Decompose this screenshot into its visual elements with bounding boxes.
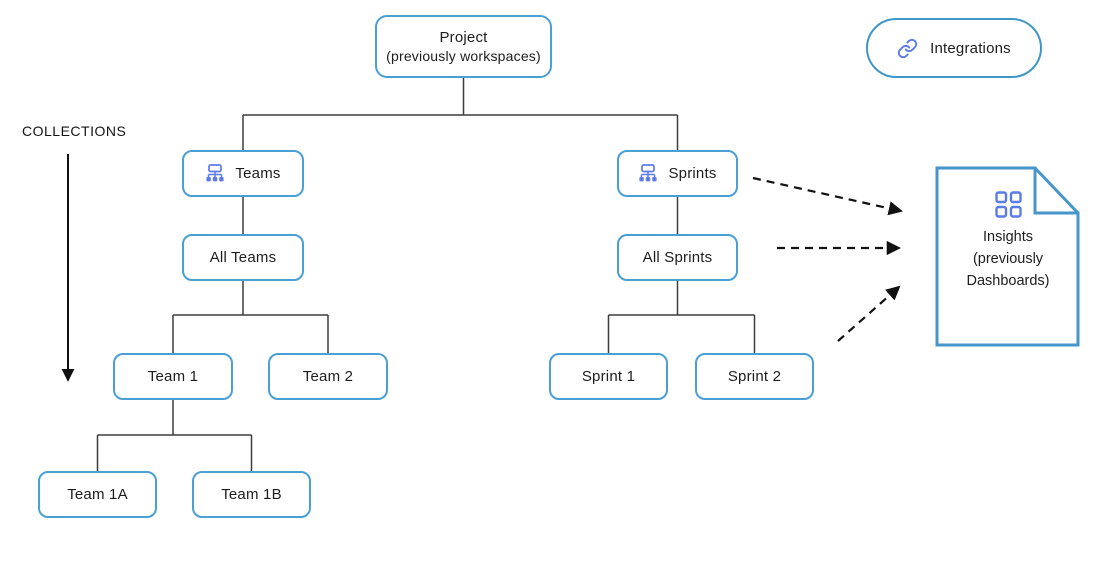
node-team-2: Team 2 — [268, 353, 388, 400]
insights-document: Insights (previously Dashboards) — [944, 191, 1072, 292]
node-sprints: Sprints — [617, 150, 738, 197]
node-teams: Teams — [182, 150, 304, 197]
node-sprint-1-label: Sprint 1 — [581, 368, 636, 385]
integrations-pill: Integrations — [866, 18, 1042, 78]
node-team-1a: Team 1A — [38, 471, 157, 518]
node-all-teams: All Teams — [182, 234, 304, 281]
node-all-sprints: All Sprints — [617, 234, 738, 281]
node-all-teams-label: All Teams — [209, 249, 277, 266]
grid-icon — [994, 191, 1022, 218]
node-team-1: Team 1 — [113, 353, 233, 400]
node-sprints-label: Sprints — [668, 165, 717, 182]
node-sprint-2-label: Sprint 2 — [727, 368, 782, 385]
node-team-1-label: Team 1 — [147, 368, 199, 385]
node-teams-label: Teams — [235, 165, 281, 182]
insights-line3: Dashboards) — [966, 273, 1050, 289]
link-icon — [897, 38, 918, 59]
team1-branch-connector — [96, 400, 253, 471]
node-project-subtitle: (previously workspaces) — [386, 48, 541, 64]
node-team-1b-label: Team 1B — [221, 486, 282, 503]
org-chart-icon — [638, 164, 658, 183]
node-sprint-1: Sprint 1 — [549, 353, 668, 400]
org-chart-icon — [205, 164, 225, 183]
integrations-label: Integrations — [930, 39, 1011, 57]
node-sprint-2: Sprint 2 — [695, 353, 814, 400]
insights-line2: (previously — [972, 251, 1044, 267]
node-team-2-label: Team 2 — [302, 368, 354, 385]
node-team-1a-label: Team 1A — [67, 486, 128, 503]
insights-line1: Insights — [983, 229, 1033, 245]
collections-label: COLLECTIONS — [22, 123, 127, 139]
node-project: Project (previously workspaces) — [375, 15, 552, 78]
node-all-sprints-label: All Sprints — [642, 249, 713, 266]
node-team-1b: Team 1B — [192, 471, 311, 518]
project-split-connector — [242, 78, 679, 150]
arrow-sprint2-to-insights — [837, 285, 901, 342]
arrow-sprints-to-insights — [752, 176, 903, 216]
node-project-title: Project — [439, 29, 488, 46]
